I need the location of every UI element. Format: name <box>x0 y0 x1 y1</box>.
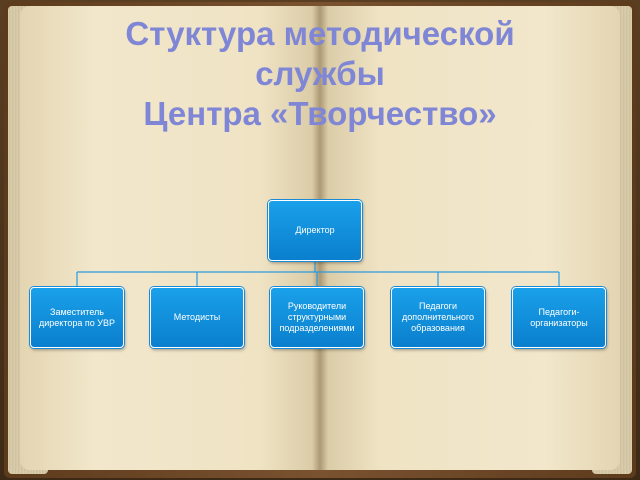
title-line-2: службы <box>255 55 385 92</box>
org-node-director: Директор <box>268 200 362 261</box>
slide-title: Стуктура методической службы Центра «Тво… <box>60 14 580 134</box>
org-node-additional-education-teachers: Педагоги дополнительного образования <box>391 287 485 348</box>
title-line-1: Стуктура методической <box>125 15 515 52</box>
title-line-3: Центра «Творчество» <box>143 95 497 132</box>
org-node-teacher-organizers: Педагоги-организаторы <box>512 287 606 348</box>
book-right-page <box>320 6 620 470</box>
org-node-methodists: Методисты <box>150 287 244 348</box>
org-node-deputy-director: Заместитель директора по УВР <box>30 287 124 348</box>
org-node-division-heads: Руководители структурными подразделениям… <box>270 287 364 348</box>
